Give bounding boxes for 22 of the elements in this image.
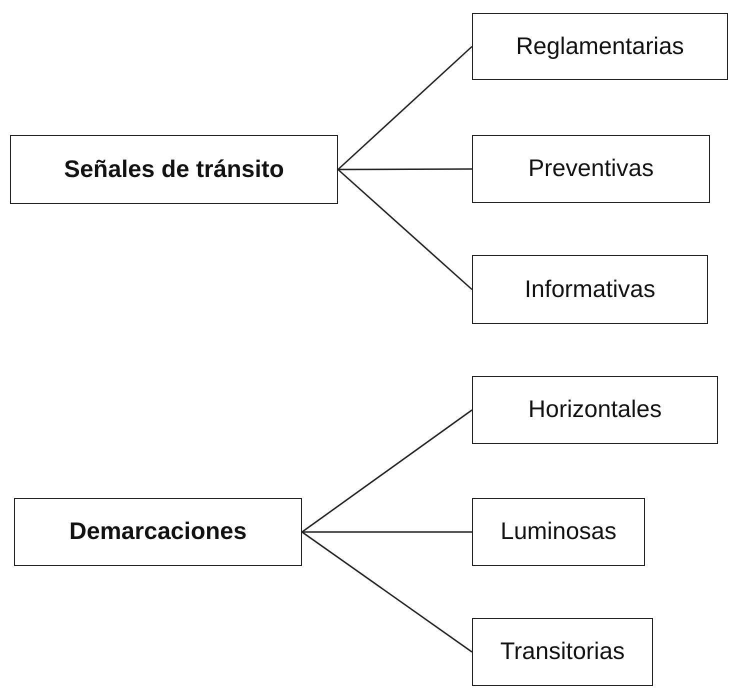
category-box [472,498,645,566]
box-label: Informativas [524,276,656,304]
box-label: Señales de tránsito [64,156,284,184]
connector-line [338,168,472,290]
box-label: Luminosas [500,518,617,546]
connector-line [338,168,472,170]
box-label: Reglamentarias [516,32,684,60]
category-box [10,135,338,204]
category-box [472,618,653,686]
category-box [472,255,708,324]
connector-line [338,46,472,170]
box-label: Transitorias [500,638,625,666]
category-box [14,498,302,566]
category-box [472,376,718,444]
box-label: Preventivas [528,155,654,183]
box-label: Horizontales [528,396,662,424]
connector-line [302,531,472,653]
connector-line [302,531,472,533]
category-box [472,13,728,80]
connector-line [302,409,472,533]
category-box [472,135,710,203]
box-label: Demarcaciones [69,518,247,546]
